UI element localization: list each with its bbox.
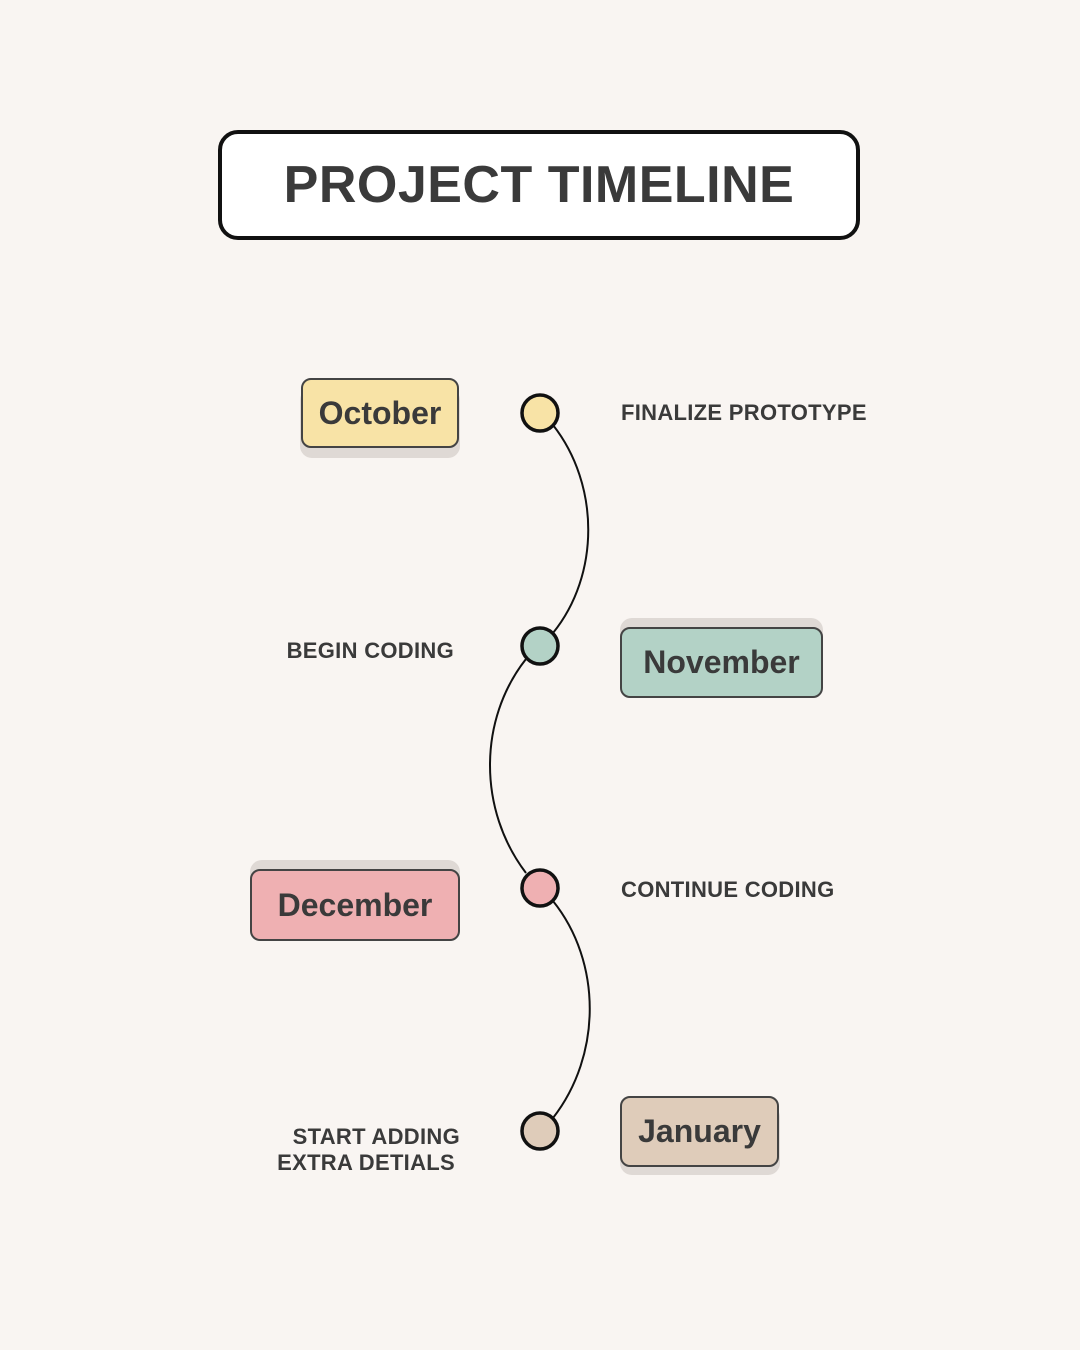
task-line-2: EXTRA DETIALS	[277, 1150, 455, 1175]
connector-curve-2	[489, 658, 527, 874]
month-label-october: October	[301, 378, 459, 448]
month-text-october: October	[318, 394, 442, 431]
milestone-dot-december	[520, 868, 560, 908]
milestone-dot-january	[520, 1111, 560, 1151]
month-label-november: November	[620, 627, 823, 698]
month-text-december: December	[277, 886, 433, 923]
milestone-dot-november	[520, 626, 560, 666]
month-label-december: December	[250, 869, 460, 941]
task-label-december: CONTINUE CODING	[621, 877, 835, 902]
milestone-dot-october	[520, 393, 560, 433]
task-label-january: START ADDING EXTRA DETIALS	[277, 1124, 460, 1176]
connector-curve-3	[552, 900, 591, 1119]
title-box: PROJECT TIMELINE	[218, 130, 860, 240]
task-line-1: START ADDING	[292, 1124, 460, 1149]
month-text-january: January	[638, 1113, 761, 1149]
month-label-january: January	[620, 1096, 779, 1167]
connector-curve-1	[552, 424, 590, 634]
month-text-november: November	[643, 644, 800, 680]
task-label-october: FINALIZE PROTOTYPE	[621, 400, 867, 425]
page-title: PROJECT TIMELINE	[283, 156, 795, 214]
task-label-november: BEGIN CODING	[286, 638, 454, 663]
